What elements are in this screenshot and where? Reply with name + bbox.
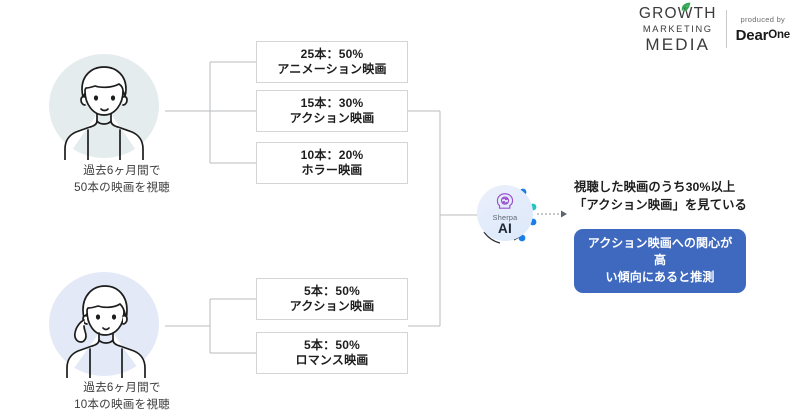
avatar-male-caption: 過去6ヶ月間で 50本の映画を視聴 — [42, 163, 202, 197]
category-action-male-genre: アクション映画 — [289, 111, 375, 125]
growth-marketing-media-logo: GROWTH MARKETING MEDIA — [638, 2, 717, 54]
brand-logo: GROWTH MARKETING MEDIA produced by DearO… — [638, 2, 791, 54]
dearone-logo: produced by DearOne — [735, 15, 791, 44]
logo-growth-label: GROWTH — [638, 5, 717, 22]
avatar-male-caption-line2: 50本の映画を視聴 — [74, 180, 170, 194]
category-horror-genre: ホラー映画 — [301, 163, 363, 177]
category-box-action-male: 15本：30% アクション映画 — [256, 90, 408, 132]
category-action-female-count: 5本：50% — [304, 283, 360, 298]
category-romance-count: 5本：50% — [304, 337, 360, 352]
inference-badge: アクション映画への関心が高 い傾向にあると推測 — [574, 229, 746, 294]
category-romance-genre: ロマンス映画 — [295, 353, 369, 367]
brain-head-icon — [496, 192, 514, 209]
inference-badge-line1: アクション映画への関心が高 — [587, 236, 733, 268]
conclusion-line2: 「アクション映画」を見ている — [574, 198, 747, 213]
sherpa-ai-sublabel: AI — [497, 220, 513, 236]
avatar-male-caption-line1: 過去6ヶ月間で — [83, 164, 161, 177]
category-box-romance: 5本：50% ロマンス映画 — [256, 332, 408, 374]
output-arrow — [537, 210, 567, 218]
avatar-female-caption: 過去6ヶ月間で 10本の映画を視聴 — [42, 380, 202, 414]
category-action-female-genre: アクション映画 — [289, 299, 375, 313]
category-action-male-count: 15本：30% — [300, 95, 364, 110]
leaf-icon — [681, 2, 691, 12]
dearone-one: One — [768, 28, 790, 41]
inference-badge-line2: い傾向にあると推測 — [605, 270, 715, 285]
dearone-dear: Dear — [735, 26, 769, 44]
category-horror-count: 10本：20% — [300, 147, 364, 162]
conclusion-text: 視聴した映画のうち30%以上 「アクション映画」を見ている — [574, 178, 747, 215]
sherpa-ai-content: Sherpa AI — [477, 185, 533, 241]
logo-divider — [725, 10, 727, 49]
category-anime-count: 25本：50% — [300, 46, 364, 61]
logo-marketing-label: MARKETING — [642, 23, 713, 34]
avatar-female-illustration — [66, 285, 146, 378]
category-anime-genre: アニメーション映画 — [277, 62, 387, 76]
avatar-female-caption-line2: 10本の映画を視聴 — [74, 397, 170, 411]
sherpa-ai-circle — [477, 185, 533, 241]
category-box-horror: 10本：20% ホラー映画 — [256, 142, 408, 184]
category-box-anime: 25本：50% アニメーション映画 — [256, 41, 408, 83]
produced-by-label: produced by — [740, 15, 786, 25]
logo-growth-text: GROWTH — [638, 2, 717, 22]
avatar-male — [42, 52, 166, 160]
avatar-female — [42, 270, 166, 378]
sherpa-ai-node[interactable]: Sherpa AI — [477, 185, 537, 245]
dearone-name: DearOne — [735, 26, 791, 44]
conclusion-line1: 視聴した映画のうち30%以上 — [574, 180, 736, 194]
avatar-female-caption-line1: 過去6ヶ月間で — [83, 381, 161, 394]
logo-media-label: MEDIA — [645, 34, 711, 54]
sherpa-ai-label: Sherpa — [492, 212, 518, 222]
category-box-action-female: 5本：50% アクション映画 — [256, 278, 408, 320]
avatar-male-illustration — [64, 66, 144, 160]
